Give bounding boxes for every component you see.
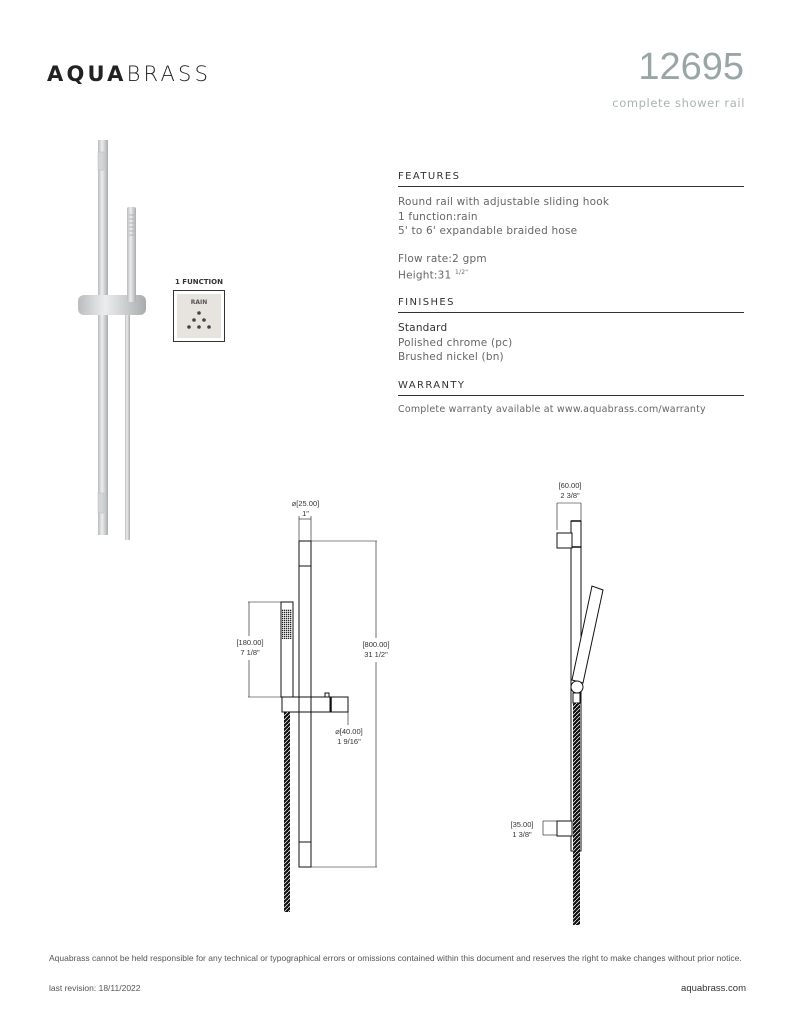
- finish-item: Brushed nickel (bn): [398, 351, 504, 363]
- model-number: 12695: [638, 46, 744, 88]
- finish-group: Standard: [398, 322, 448, 334]
- handshower-length-dimension: [180.00]7 1/8": [236, 638, 264, 657]
- function-name: RAIN: [190, 299, 208, 306]
- last-revision: last revision: 18/11/2022: [49, 983, 141, 993]
- rail-length-dimension: [800.00]31 1/2": [362, 640, 390, 659]
- front-view-drawing: [248, 516, 377, 912]
- finishes-heading: FINISHES: [398, 297, 744, 313]
- product-photo: [78, 140, 146, 540]
- top-bracket-dimension: [60.00]2 3/8": [558, 481, 582, 500]
- rain-drops-icon: [187, 311, 211, 329]
- finishes-section: FINISHES Standard Polished chrome (pc) B…: [398, 297, 744, 365]
- height: Height:31 1/2": [398, 269, 469, 282]
- features-heading: FEATURES: [398, 171, 744, 187]
- brand-logo: AQUABRASS: [47, 62, 212, 86]
- flow-rate: Flow rate:2 gpm: [398, 252, 487, 265]
- model-description: complete shower rail: [612, 96, 745, 110]
- feature-item: 5' to 6' expandable braided hose: [398, 225, 578, 237]
- rail-diameter-dimension: ⌀[25.00]1": [291, 499, 320, 518]
- bottom-bracket-dimension: [35.00]1 3/8": [510, 820, 534, 839]
- hook-diameter-dimension: ⌀[40.00]1 9/16": [335, 727, 363, 746]
- warranty-heading: WARRANTY: [398, 380, 744, 396]
- warranty-text: Complete warranty available at www.aquab…: [398, 404, 706, 415]
- disclaimer: Aquabrass cannot be held responsible for…: [49, 953, 742, 963]
- side-view-drawing: [542, 502, 604, 925]
- feature-item: Round rail with adjustable sliding hook: [398, 196, 610, 208]
- website-link[interactable]: aquabrass.com: [681, 983, 746, 994]
- function-label: 1 FUNCTION: [175, 278, 223, 286]
- warranty-section: WARRANTY Complete warranty available at …: [398, 380, 744, 418]
- feature-item: 1 function:rain: [398, 210, 478, 223]
- finish-item: Polished chrome (pc): [398, 336, 513, 349]
- features-section: FEATURES Round rail with adjustable slid…: [398, 171, 744, 283]
- function-badge: RAIN: [173, 290, 225, 342]
